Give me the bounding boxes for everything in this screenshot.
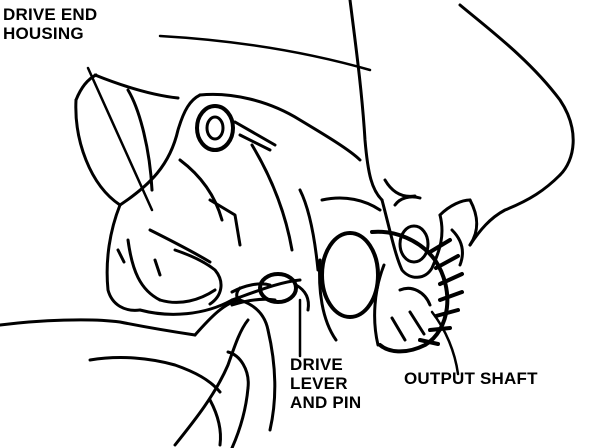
leader-line-shaft [430, 310, 460, 376]
drive-lever-label-line1: DRIVE [290, 355, 343, 374]
leader-line-housing-top [158, 34, 372, 72]
drive-lever-and-pin [230, 272, 310, 312]
drive-lever-label-line3: AND PIN [290, 393, 362, 412]
leader-lines [86, 34, 460, 376]
output-shaft [318, 196, 464, 354]
output-shaft-label: OUTPUT SHAFT [404, 369, 538, 388]
leader-line-housing [86, 66, 154, 212]
drive-lever-and-pin-label: DRIVE LEVER AND PIN [290, 355, 361, 412]
drive-end-housing-label-line2: HOUSING [3, 24, 84, 43]
drive-lever-label-line2: LEVER [290, 374, 348, 393]
right-hand [348, 0, 575, 279]
drive-end-housing-label: DRIVE END HOUSING [3, 5, 97, 43]
drive-end-housing-label-line1: DRIVE END [3, 5, 98, 24]
left-hand [0, 286, 277, 448]
motor-body [74, 73, 180, 207]
